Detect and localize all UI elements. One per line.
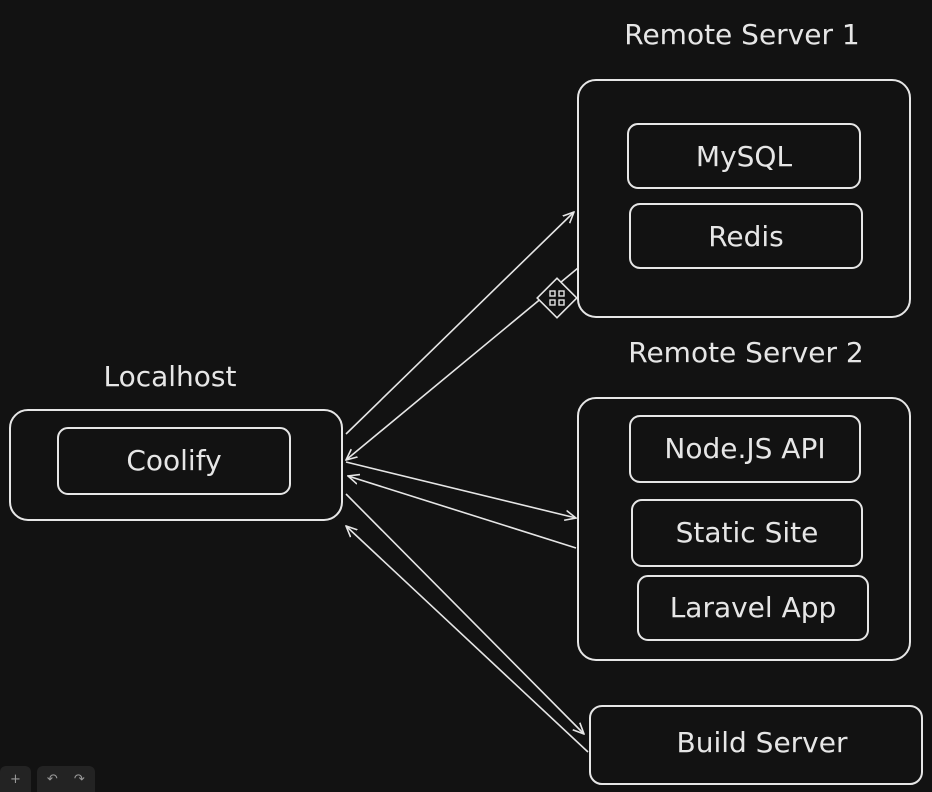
coolify-node[interactable] — [57, 427, 291, 495]
coolify-label: Coolify — [126, 444, 221, 477]
nodejs-api-label: Node.JS API — [664, 432, 825, 465]
arrow-build-to-localhost[interactable] — [346, 526, 589, 753]
arrow-localhost-to-build[interactable] — [345, 493, 584, 734]
move-handle-icon[interactable] — [536, 277, 578, 319]
mysql-node[interactable] — [627, 123, 861, 189]
history-group: ↶ ↷ — [36, 766, 95, 792]
arrow-remote2-to-localhost[interactable] — [348, 476, 577, 549]
redis-label: Redis — [708, 220, 784, 253]
remote-server-2-title: Remote Server 2 — [628, 336, 863, 369]
build-server-label: Build Server — [676, 726, 847, 759]
laravel-app-label: Laravel App — [670, 591, 837, 624]
localhost-title: Localhost — [103, 360, 236, 393]
add-icon[interactable]: + — [10, 771, 21, 787]
arrow-localhost-to-remote1[interactable] — [345, 212, 574, 435]
nodejs-api-node[interactable] — [629, 415, 861, 483]
bottom-toolbar: + ↶ ↷ — [0, 766, 95, 792]
redis-node[interactable] — [629, 203, 863, 269]
remote-server-1-container[interactable] — [577, 79, 911, 318]
static-site-node[interactable] — [631, 499, 863, 567]
static-site-label: Static Site — [676, 516, 819, 549]
laravel-app-node[interactable] — [637, 575, 869, 641]
remote-server-2-container[interactable] — [577, 397, 911, 661]
build-server-node[interactable] — [589, 705, 923, 785]
mysql-label: MySQL — [696, 140, 793, 173]
redo-icon[interactable]: ↷ — [73, 771, 85, 787]
localhost-container[interactable] — [9, 409, 343, 521]
arrow-localhost-to-remote2[interactable] — [345, 461, 576, 518]
zoom-group: + — [0, 766, 31, 792]
undo-icon[interactable]: ↶ — [46, 771, 58, 787]
remote-server-1-title: Remote Server 1 — [624, 18, 859, 51]
